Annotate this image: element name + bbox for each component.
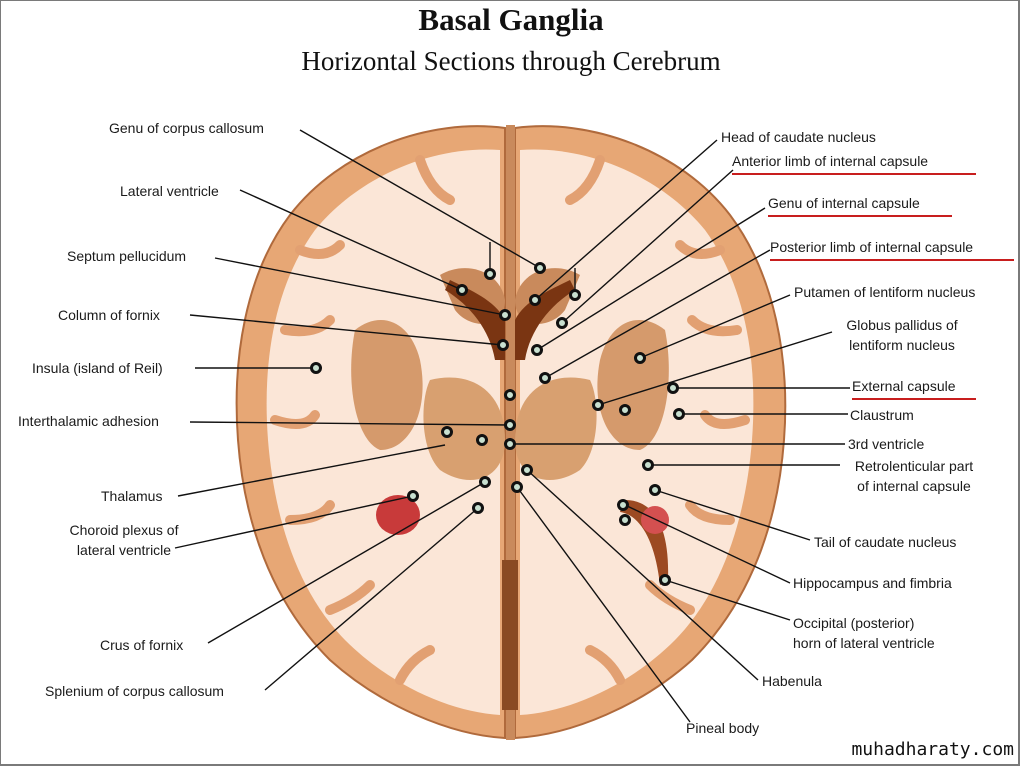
diagram-title: Basal Ganglia bbox=[418, 2, 604, 37]
diagram-subtitle: Horizontal Sections through Cerebrum bbox=[301, 46, 721, 76]
lentiform-right bbox=[597, 320, 669, 450]
label-retrolenticular-line2: of internal capsule bbox=[857, 478, 971, 494]
label-crus-fornix: Crus of fornix bbox=[100, 637, 184, 653]
label-septum-pellucidum: Septum pellucidum bbox=[67, 248, 187, 264]
label-occipital-horn-line2: horn of lateral ventricle bbox=[793, 635, 935, 651]
leader-lines bbox=[174, 129, 850, 723]
label-third-ventricle: 3rd ventricle bbox=[848, 436, 925, 452]
choroid-plexus-left bbox=[376, 495, 420, 535]
pointer-dots bbox=[310, 262, 685, 586]
label-habenula: Habenula bbox=[762, 673, 822, 689]
label-occipital-horn: Occipital (posterior) horn of lateral ve… bbox=[793, 613, 935, 653]
label-claustrum: Claustrum bbox=[850, 407, 914, 423]
thalamus-left bbox=[423, 377, 505, 480]
label-head-caudate: Head of caudate nucleus bbox=[721, 129, 876, 145]
label-posterior-limb: Posterior limb of internal capsule bbox=[770, 237, 1014, 261]
label-thalamus: Thalamus bbox=[101, 488, 163, 504]
label-anterior-limb: Anterior limb of internal capsule bbox=[732, 151, 976, 175]
label-putamen: Putamen of lentiform nucleus bbox=[794, 284, 976, 300]
label-choroid-plexus-line1: Choroid plexus of bbox=[69, 522, 179, 538]
longitudinal-fissure bbox=[506, 125, 515, 740]
label-choroid-plexus: Choroid plexus of lateral ventricle bbox=[56, 520, 192, 560]
label-interthalamic-adhesion: Interthalamic adhesion bbox=[18, 413, 159, 429]
label-splenium: Splenium of corpus callosum bbox=[45, 683, 224, 699]
lateral-ventricle-shape bbox=[445, 280, 505, 360]
label-genu-internal-capsule: Genu of internal capsule bbox=[768, 193, 952, 217]
watermark: muhadharaty.com bbox=[851, 739, 1014, 760]
label-globus-pallidus: Globus pallidus of lentiform nucleus bbox=[828, 315, 976, 355]
thalamus-right bbox=[515, 377, 597, 480]
label-insula: Insula (island of Reil) bbox=[32, 360, 163, 376]
label-column-fornix: Column of fornix bbox=[58, 307, 160, 323]
label-occipital-horn-line1: Occipital (posterior) bbox=[793, 615, 915, 631]
label-retrolenticular-line1: Retrolenticular part bbox=[854, 458, 974, 474]
lentiform-left bbox=[351, 320, 423, 450]
label-lateral-ventricle: Lateral ventricle bbox=[120, 183, 219, 199]
label-tail-caudate: Tail of caudate nucleus bbox=[814, 534, 957, 550]
label-genu-corpus-callosum: Genu of corpus callosum bbox=[109, 120, 264, 136]
choroid-plexus-right bbox=[641, 506, 669, 534]
label-pineal-body: Pineal body bbox=[686, 720, 760, 736]
label-hippocampus: Hippocampus and fimbria bbox=[793, 575, 952, 591]
label-external-capsule: External capsule bbox=[852, 376, 976, 400]
label-choroid-plexus-line2: lateral ventricle bbox=[76, 542, 172, 558]
label-retrolenticular: Retrolenticular part of internal capsule bbox=[838, 456, 990, 496]
label-globus-pallidus-line1: Globus pallidus of bbox=[846, 317, 958, 333]
label-globus-pallidus-line2: lentiform nucleus bbox=[849, 337, 955, 353]
